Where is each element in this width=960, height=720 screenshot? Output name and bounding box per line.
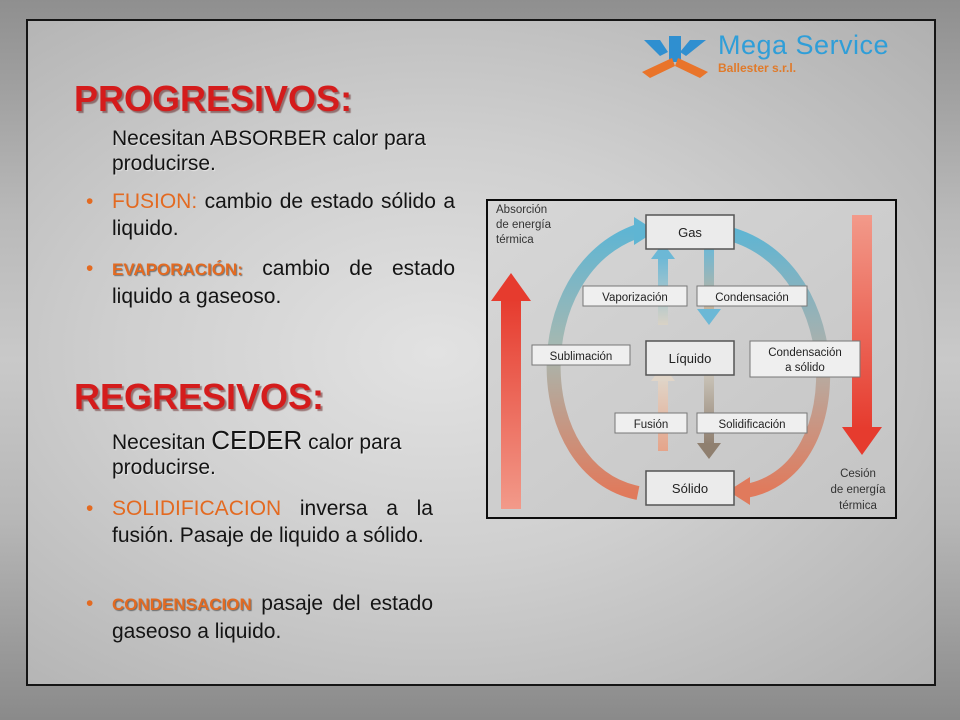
right-arc-arrowhead: [728, 477, 750, 505]
svg-text:Solidificación: Solidificación: [718, 419, 785, 431]
bullet-icon: •: [86, 592, 94, 615]
states-of-matter-diagram: Absorción de energía térmica Cesión de e…: [486, 199, 897, 519]
state-box-solid: Sólido: [645, 470, 735, 506]
svg-text:de energía: de energía: [831, 484, 887, 496]
condensation-arrow: [697, 309, 721, 325]
list-item-condensacion: • CONDENSACION pasaje del estado gaseoso…: [86, 590, 433, 645]
state-box-liquid: Líquido: [645, 340, 735, 376]
vaporization-arrow: [651, 243, 675, 259]
list-item-solidificacion: • SOLIDIFICACION inversa a la fusión. Pa…: [86, 495, 433, 549]
svg-text:de energía: de energía: [496, 219, 552, 231]
evaporacion-text: cambio de estado liquido a gaseoso.: [112, 257, 455, 308]
solidification-arrow: [697, 443, 721, 459]
svg-text:Líquido: Líquido: [669, 351, 712, 366]
absorption-arrow-shaft: [501, 299, 521, 509]
svg-text:Gas: Gas: [678, 225, 702, 240]
release-arrowhead: [842, 427, 882, 455]
svg-text:Condensación: Condensación: [768, 347, 842, 359]
svg-text:a sólido: a sólido: [785, 362, 825, 374]
svg-text:térmica: térmica: [839, 500, 877, 512]
list-item-evaporacion: • EVAPORACIÓN: cambio de estado liquido …: [86, 255, 455, 310]
solidificacion-text: inversa a la fusión. Pasaje de liquido a…: [112, 497, 433, 547]
svg-text:Cesión: Cesión: [840, 468, 876, 480]
condensacion-term: CONDENSACION: [112, 595, 252, 614]
fusion-term: FUSION:: [112, 190, 198, 213]
state-box-gas: Gas: [645, 214, 735, 250]
bullet-icon: •: [86, 190, 94, 213]
bullet-icon: •: [86, 257, 94, 280]
label-sublimacion: Sublimación: [531, 344, 631, 366]
release-label: Cesión de energía térmica: [831, 468, 887, 512]
fusion-text: cambio de estado sólido a liquido.: [112, 190, 455, 240]
label-condensacion-a-solido: Condensación a sólido: [749, 340, 861, 378]
list-item-fusion: • FUSION: cambio de estado sólido a liqu…: [86, 188, 455, 242]
mega-service-logo-icon: [642, 36, 708, 78]
progresivos-heading: PROGRESIVOS:: [74, 78, 353, 119]
left-arc-arrowhead: [634, 217, 656, 245]
svg-text:Sublimación: Sublimación: [550, 351, 613, 363]
absorption-label: Absorción de energía térmica: [496, 204, 552, 246]
left-arc-arrow: [546, 224, 641, 500]
svg-text:Sólido: Sólido: [672, 481, 708, 496]
bullet-icon: •: [86, 497, 94, 520]
absorption-arrowhead: [491, 273, 531, 301]
logo: Mega Service Ballester s.r.l.: [640, 30, 930, 80]
svg-text:Condensación: Condensación: [715, 292, 789, 304]
label-condensacion: Condensación: [696, 285, 808, 307]
svg-text:Fusión: Fusión: [634, 419, 669, 431]
label-vaporizacion: Vaporización: [582, 285, 688, 307]
svg-text:Vaporización: Vaporización: [602, 292, 668, 304]
logo-name: Mega Service: [718, 30, 890, 60]
regresivos-heading: REGRESIVOS:: [74, 376, 325, 417]
progresivos-intro: Necesitan ABSORBER calor para producirse…: [112, 127, 426, 175]
svg-text:térmica: térmica: [496, 234, 534, 246]
label-solidificacion: Solidificación: [696, 412, 808, 434]
regresivos-intro: Necesitan CEDER calor para producirse.: [112, 425, 402, 479]
label-fusion: Fusión: [614, 412, 688, 434]
solidificacion-term: SOLIDIFICACION: [112, 497, 282, 520]
svg-text:Absorción: Absorción: [496, 204, 547, 216]
logo-subtitle: Ballester s.r.l.: [718, 61, 797, 75]
condensacion-text: pasaje del estado gaseoso a liquido.: [112, 592, 433, 643]
ceder-emphasis: CEDER: [211, 425, 303, 455]
evaporacion-term: EVAPORACIÓN:: [112, 260, 243, 279]
diagram-svg: Absorción de energía térmica Cesión de e…: [488, 201, 895, 517]
release-arrow-shaft: [852, 215, 872, 429]
